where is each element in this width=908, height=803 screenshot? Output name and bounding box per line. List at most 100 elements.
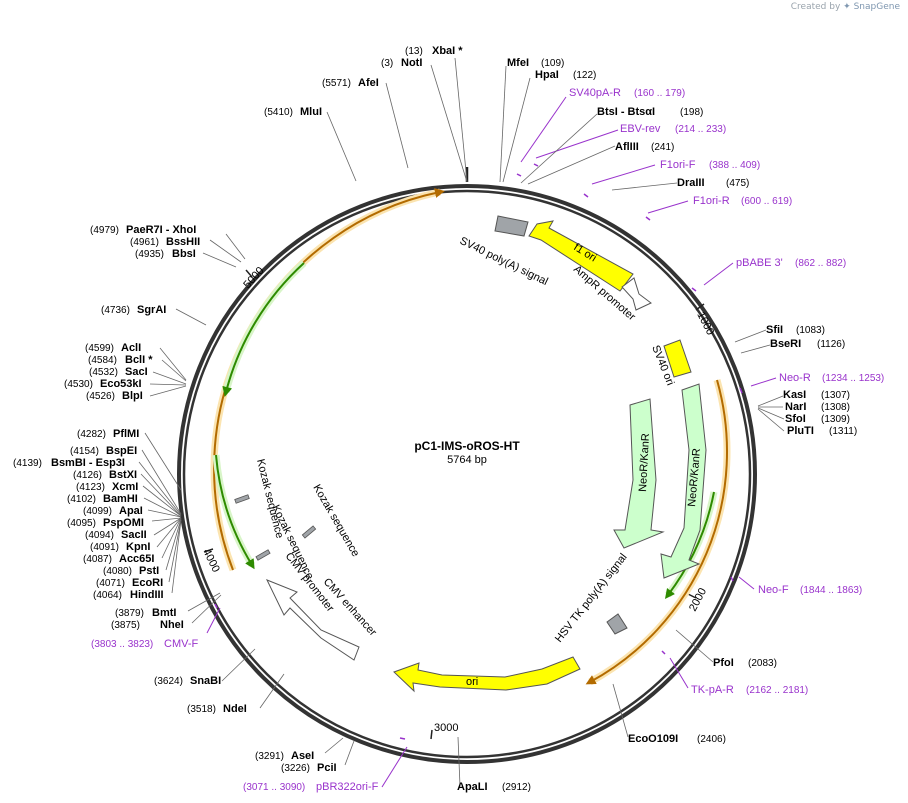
svg-text:(4091): (4091) — [90, 542, 119, 553]
svg-text:(160 .. 179): (160 .. 179) — [634, 88, 685, 99]
feature-kozak-2 — [301, 525, 317, 539]
feature-neor-kanr-inner — [613, 398, 665, 549]
site-label: (4064)HindIII — [93, 589, 164, 601]
svg-text:BlpI: BlpI — [122, 390, 143, 402]
svg-text:(862 .. 882): (862 .. 882) — [795, 258, 846, 269]
svg-text:PflMI: PflMI — [113, 428, 139, 440]
site-label: (3291)AseI — [255, 750, 314, 762]
primer-label: Neo-F(1844 .. 1863) — [758, 584, 862, 596]
svg-text:SgrAI: SgrAI — [137, 304, 166, 316]
svg-text:(1083): (1083) — [796, 325, 825, 336]
site-label: (4126) BstXI — [73, 469, 137, 481]
svg-text:(4123): (4123) — [76, 482, 105, 493]
svg-text:(198): (198) — [680, 107, 703, 118]
svg-text:(4154): (4154) — [70, 446, 99, 457]
tick-label: 1000 — [694, 310, 716, 337]
feature-label: ori — [466, 676, 478, 688]
svg-text:SacII: SacII — [121, 529, 147, 541]
feature-hsv-tk-polya — [606, 613, 628, 635]
site-label: (4080)PstI — [103, 565, 159, 577]
orange-arc-right — [585, 379, 728, 685]
svg-text:(13): (13) — [405, 46, 423, 57]
site-label: SfoI(1309) — [785, 413, 850, 425]
site-label: EcoO109I(2406) — [628, 733, 726, 745]
svg-text:KpnI: KpnI — [126, 541, 150, 553]
svg-text:(109): (109) — [541, 58, 564, 69]
svg-text:(122): (122) — [573, 70, 596, 81]
site-label: (3226)PciI — [281, 762, 337, 774]
svg-text:EcoRI: EcoRI — [132, 577, 163, 589]
svg-text:(4064): (4064) — [93, 590, 122, 601]
svg-text:CMV-F: CMV-F — [164, 638, 199, 650]
svg-text:(4094): (4094) — [85, 530, 114, 541]
restriction-sites: (13)XbaI * (3)NotI (5571)AfeI (5410)MluI… — [13, 45, 857, 793]
svg-text:AseI: AseI — [291, 750, 314, 762]
site-label: PluTI(1311) — [787, 425, 857, 437]
site-label: (3879)BmtI — [115, 607, 176, 619]
svg-text:Neo-R: Neo-R — [779, 372, 811, 384]
svg-text:NotI: NotI — [401, 57, 422, 69]
svg-text:BstXI: BstXI — [109, 469, 137, 481]
green-arc-upper-left-halo — [222, 260, 307, 393]
svg-text:PaeR7I - XhoI: PaeR7I - XhoI — [126, 224, 196, 236]
svg-text:(1234 .. 1253): (1234 .. 1253) — [822, 373, 884, 384]
primer-label: pBABE 3' (862 .. 882) — [736, 257, 846, 269]
tick-label: 3000 — [434, 722, 458, 734]
svg-text:(4935): (4935) — [135, 249, 164, 260]
svg-text:MluI: MluI — [300, 106, 322, 118]
primer-label: (3803 .. 3823)CMV-F — [91, 638, 199, 650]
site-label: (3)NotI — [381, 57, 422, 69]
svg-text:TK-pA-R: TK-pA-R — [691, 684, 734, 696]
svg-text:(2912): (2912) — [502, 782, 531, 793]
feature-ampr-promoter — [621, 277, 652, 311]
site-label: BtsI - BtsαI(198) — [597, 106, 703, 118]
svg-text:AflIII: AflIII — [615, 141, 639, 153]
svg-text:(388 .. 409): (388 .. 409) — [709, 160, 760, 171]
svg-text:BamHI: BamHI — [103, 493, 138, 505]
svg-text:(3879): (3879) — [115, 608, 144, 619]
svg-text:(241): (241) — [651, 142, 674, 153]
site-label: (4123) XcmI — [76, 481, 138, 493]
plasmid-length: 5764 bp — [447, 454, 487, 466]
svg-text:NarI: NarI — [785, 401, 806, 413]
svg-text:F1ori-F: F1ori-F — [660, 159, 696, 171]
site-label: (5571)AfeI — [322, 77, 379, 89]
primer-label: F1ori-F (388 .. 409) — [660, 159, 760, 171]
svg-text:pBR322ori-F: pBR322ori-F — [316, 781, 379, 793]
site-label: KasI(1307) — [783, 389, 850, 401]
svg-text:(4126): (4126) — [73, 470, 102, 481]
site-label: MfeI (109) — [507, 57, 564, 69]
svg-text:NdeI: NdeI — [223, 703, 247, 715]
site-label: DraIII(475) — [677, 177, 749, 189]
site-label: (4532)SacI — [89, 366, 148, 378]
svg-text:EBV-rev: EBV-rev — [620, 123, 661, 135]
svg-text:XbaI *: XbaI * — [432, 45, 463, 57]
svg-text:(3226): (3226) — [281, 763, 310, 774]
svg-text:PspOMI: PspOMI — [103, 517, 144, 529]
svg-text:pBABE 3': pBABE 3' — [736, 257, 783, 269]
credit-prefix: Created by — [790, 2, 841, 12]
feature-label: Kozak sequence — [254, 458, 285, 540]
svg-text:(4532): (4532) — [89, 367, 118, 378]
svg-text:ApaLI: ApaLI — [457, 781, 488, 793]
site-label: (4071)EcoRI — [96, 577, 163, 589]
site-label: AflIII (241) — [615, 141, 674, 153]
green-arcs — [212, 260, 718, 599]
svg-text:NheI: NheI — [160, 619, 184, 631]
primer-label: TK-pA-R(2162 .. 2181) — [691, 684, 808, 696]
tick-mark — [245, 269, 253, 278]
site-label: (4979)PaeR7I - XhoI — [90, 224, 196, 236]
svg-text:MfeI: MfeI — [507, 57, 529, 69]
site-leaders — [138, 57, 785, 787]
feature-f1-ori — [528, 220, 634, 292]
site-label: (4935)BbsI — [135, 248, 196, 260]
tick-mark — [695, 303, 705, 311]
site-label: (4282)PflMI — [77, 428, 139, 440]
svg-text:BsmBI - Esp3I: BsmBI - Esp3I — [51, 457, 125, 469]
site-label: PfoI(2083) — [713, 657, 777, 669]
svg-text:XcmI: XcmI — [112, 481, 138, 493]
backbone — [177, 167, 757, 764]
svg-text:(4099): (4099) — [83, 506, 112, 517]
site-label: (4095)PspOMI — [67, 517, 144, 529]
credit-brand: SnapGene — [853, 2, 900, 12]
